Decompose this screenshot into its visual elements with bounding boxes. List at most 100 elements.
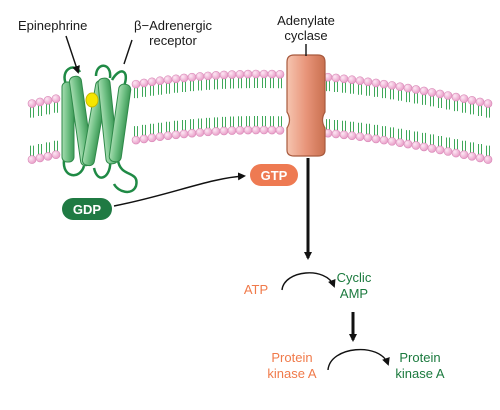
lipid-head (243, 69, 253, 79)
lipid-head (195, 72, 205, 81)
gdp-to-gtp-arrow (113, 172, 246, 207)
receptor-label-line1: β−Adrenergic (134, 18, 212, 33)
pka-activation-arrow (327, 348, 390, 371)
lipid-head (275, 69, 285, 79)
lipid-head (411, 141, 421, 150)
lipid-head (363, 133, 373, 143)
receptor-helix (108, 83, 132, 163)
gdp-badge (62, 198, 112, 220)
receptor-loop (62, 159, 86, 177)
adenylate-label-line1: Adenylate (277, 13, 335, 28)
adenylate-cyclase (286, 54, 326, 157)
lipid-head (355, 76, 365, 86)
lipid-head (147, 77, 157, 87)
lipid-head (331, 129, 341, 139)
lipid-head (459, 150, 469, 160)
lipid-head (259, 125, 269, 135)
lipid-head (387, 137, 397, 146)
lipid-head (179, 129, 189, 139)
lipid-head (171, 74, 181, 84)
lipid-head (451, 148, 461, 158)
lipid-head (43, 96, 53, 105)
lipid-head (163, 131, 173, 141)
lipid-head (147, 133, 157, 143)
lipid-head (443, 147, 453, 156)
gtp-label: GTP (261, 168, 288, 183)
lipid-head (219, 70, 229, 80)
epinephrine-label: Epinephrine (18, 18, 87, 33)
lipid-head (187, 72, 197, 82)
lipid-head (339, 74, 349, 84)
receptor-loop (110, 70, 128, 87)
lipid-head (403, 139, 413, 149)
lipid-head (475, 153, 485, 163)
lipid-head (203, 71, 213, 81)
lipid-head (259, 69, 269, 79)
lipid-head (467, 96, 477, 105)
epinephrine-ligand (85, 92, 99, 108)
lipid-head (203, 127, 213, 137)
camp-label-line2: AMP (340, 286, 368, 301)
lipid-head (155, 132, 165, 142)
pka-active-label-line1: Protein (399, 350, 440, 365)
lipid-head (179, 73, 189, 83)
lipid-head (347, 75, 357, 85)
receptor-helix (61, 81, 75, 163)
gtp-badge (250, 164, 298, 186)
lipid-head (395, 138, 405, 147)
lipid-head (331, 73, 341, 83)
lipid-head (35, 97, 45, 107)
lipid-head (211, 71, 221, 80)
lipid-head (483, 99, 493, 108)
lipid-head (467, 152, 477, 161)
lipid-head (267, 69, 277, 79)
lipid-head (371, 134, 381, 144)
lipid-head (195, 128, 205, 137)
lipid-head (419, 142, 429, 152)
lipid-head (459, 94, 469, 104)
lipid-head (227, 126, 237, 135)
lipid-head (235, 125, 245, 135)
lipid-head (435, 145, 445, 155)
lipid-head (275, 125, 285, 135)
lipid-bilayer (27, 69, 493, 164)
lipid-head (371, 78, 381, 88)
lipid-head (155, 76, 165, 86)
lipid-head (443, 91, 453, 100)
lipid-head (211, 127, 221, 136)
camp-label-line1: Cyclic (337, 270, 372, 285)
lipid-head (363, 77, 373, 87)
lipid-head (139, 78, 149, 88)
lipid-head (27, 99, 37, 108)
lipid-head (267, 125, 277, 135)
receptor-label-line2: receptor (149, 33, 197, 48)
atp-conversion-arrow (281, 272, 336, 291)
lipid-head (131, 79, 141, 89)
lipid-head (51, 94, 61, 104)
lipid-head (411, 85, 421, 94)
adenylate-label-line2: cyclase (284, 28, 327, 43)
lipid-head (347, 131, 357, 141)
lipid-head (427, 144, 437, 153)
lipid-head (43, 152, 53, 161)
lipid-head (235, 69, 245, 79)
lipid-head (243, 125, 253, 135)
lipid-head (419, 86, 429, 96)
lipid-head (435, 89, 445, 99)
lipid-head (27, 155, 37, 164)
lipid-head (395, 82, 405, 91)
lipid-head (131, 135, 141, 145)
lipid-head (251, 69, 261, 79)
lipid-head (339, 130, 349, 140)
lipid-head (403, 83, 413, 93)
lipid-head (163, 75, 173, 85)
gdp-label: GDP (73, 202, 102, 217)
lipid-head (139, 134, 149, 144)
lipid-head (387, 81, 397, 90)
pka-inactive-label-line2: kinase A (267, 366, 316, 381)
lipid-head (171, 130, 181, 140)
pka-inactive-label-line1: Protein (271, 350, 312, 365)
lipid-head (51, 150, 61, 160)
receptor-loop (94, 64, 112, 79)
